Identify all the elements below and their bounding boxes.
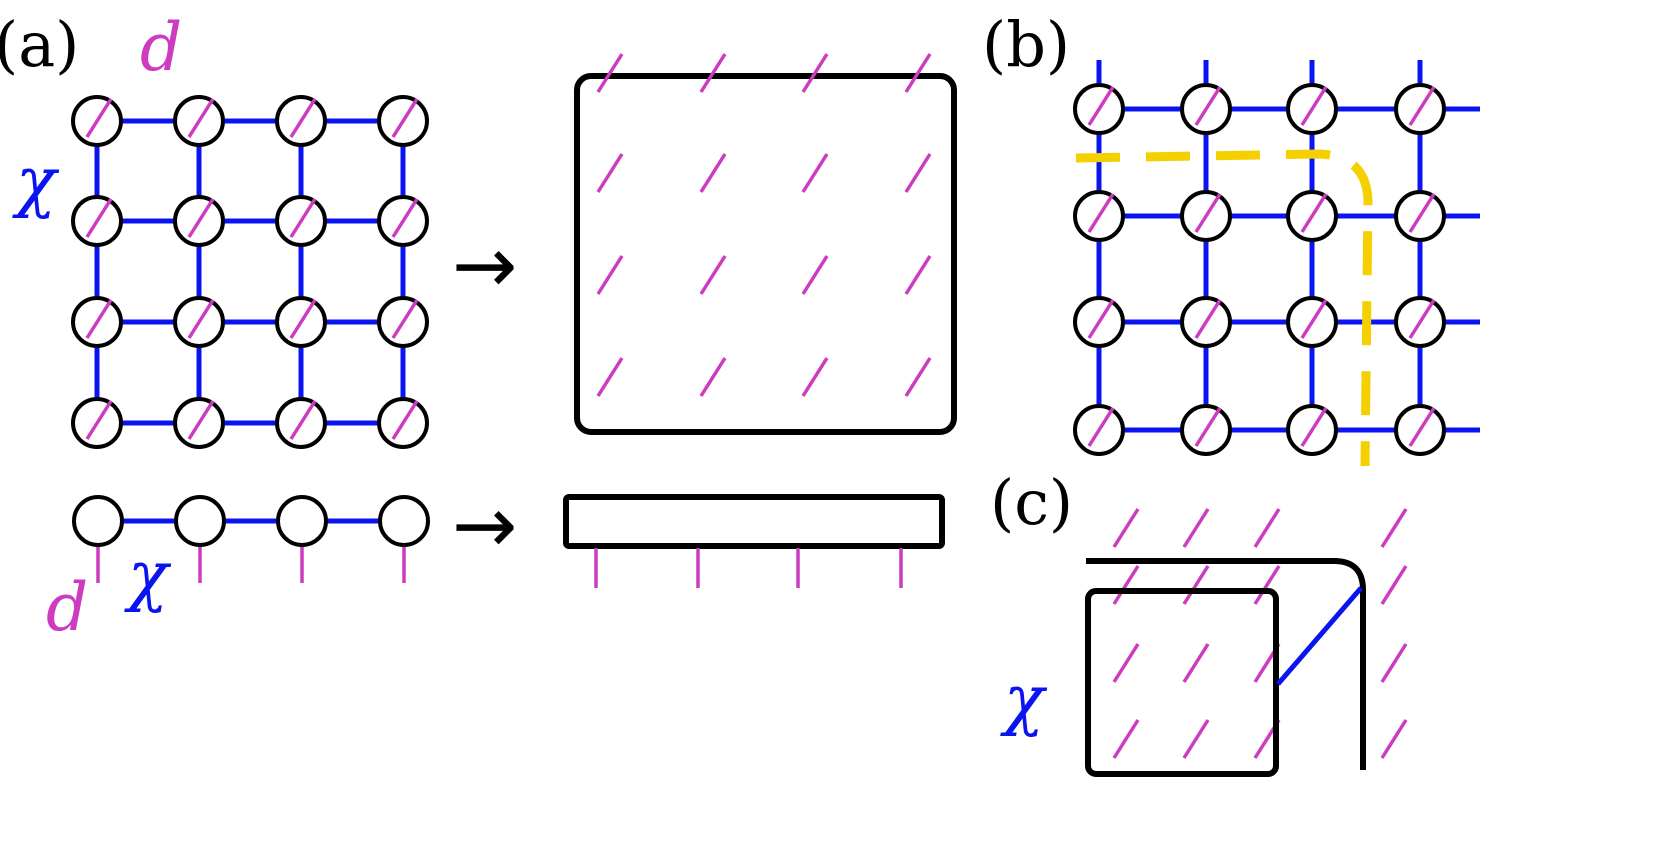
peps-lattice [71, 95, 429, 449]
physical-leg [187, 299, 215, 339]
physical-leg [596, 357, 624, 397]
physical-leg [85, 198, 113, 238]
physical-leg [699, 53, 727, 93]
physical-leg [1253, 508, 1281, 548]
corner-environment-tensor [1086, 558, 1366, 770]
contracted-chain-physical-legs [594, 548, 903, 588]
physical-leg [801, 357, 829, 397]
physical-leg [904, 153, 932, 193]
contracted-block-tensor [1085, 588, 1279, 777]
tensor-node [378, 495, 430, 547]
physical-leg [801, 53, 829, 93]
physical-leg [1112, 719, 1140, 759]
physical-leg [1112, 643, 1140, 683]
peps-contracted-tensor [574, 53, 957, 435]
physical-leg [1380, 565, 1408, 605]
physical-leg [289, 299, 317, 339]
physical-leg [1408, 299, 1436, 339]
physical-leg [187, 98, 215, 138]
panel-c: (c) χ [990, 466, 1408, 777]
peps-lattice-open [1073, 60, 1480, 456]
corner-physical-legs [1112, 508, 1408, 759]
physical-leg [699, 153, 727, 193]
panel-b: (b) [982, 8, 1480, 467]
tensor-node [72, 495, 124, 547]
physical-leg [289, 98, 317, 138]
bond-chi-connection [1276, 586, 1363, 686]
physical-leg [1182, 643, 1210, 683]
physical-dim-label-bottom: d [46, 569, 88, 646]
physical-leg [85, 400, 113, 440]
arrow-mps: → [452, 481, 517, 571]
physical-leg [1300, 86, 1328, 126]
physical-leg [1253, 565, 1281, 605]
physical-leg [1408, 193, 1436, 233]
physical-leg [904, 255, 932, 295]
physical-leg [391, 400, 419, 440]
panel-a: (a) d χ → d χ → [0, 8, 957, 646]
panel-b-label: (b) [982, 8, 1070, 81]
physical-leg [85, 299, 113, 339]
physical-leg [1300, 299, 1328, 339]
physical-leg [1087, 407, 1115, 447]
physical-leg [904, 53, 932, 93]
physical-leg [1112, 565, 1140, 605]
contracted-tensor-box [574, 73, 957, 435]
mps-chain [72, 495, 430, 583]
physical-leg [1380, 719, 1408, 759]
physical-leg [596, 153, 624, 193]
physical-leg [391, 98, 419, 138]
bond-dim-label-chain: χ [124, 537, 172, 614]
physical-leg [1380, 643, 1408, 683]
physical-leg [1408, 407, 1436, 447]
physical-leg [1182, 508, 1210, 548]
physical-leg [801, 153, 829, 193]
panel-c-label: (c) [990, 466, 1073, 539]
physical-leg [1380, 508, 1408, 548]
physical-leg [1408, 86, 1436, 126]
physical-leg [187, 400, 215, 440]
physical-leg [1300, 407, 1328, 447]
physical-leg [699, 357, 727, 397]
tensor-node [276, 495, 328, 547]
physical-leg [85, 98, 113, 138]
physical-leg [391, 299, 419, 339]
physical-leg [1112, 508, 1140, 548]
physical-leg [1087, 193, 1115, 233]
physical-leg [1087, 299, 1115, 339]
physical-dim-label-top: d [140, 9, 182, 86]
physical-leg [1087, 86, 1115, 126]
panel-a-label: (a) [0, 8, 79, 81]
physical-leg [1182, 565, 1210, 605]
mps-contracted-tensor [563, 494, 945, 588]
bond-dim-label-left: χ [12, 143, 60, 220]
bond-dim-label-c: χ [1000, 661, 1048, 738]
physical-leg [1194, 193, 1222, 233]
physical-leg [1194, 86, 1222, 126]
physical-leg [801, 255, 829, 295]
arrow-peps: → [452, 221, 517, 311]
physical-leg [187, 198, 215, 238]
contracted-tensor-physical-legs [596, 53, 932, 397]
physical-leg [904, 357, 932, 397]
contracted-chain-box [563, 494, 945, 549]
physical-leg [1182, 719, 1210, 759]
tensor-node [174, 495, 226, 547]
cut-line [1075, 149, 1373, 467]
physical-leg [289, 198, 317, 238]
physical-leg [1300, 193, 1328, 233]
physical-leg [1194, 407, 1222, 447]
physical-leg [391, 198, 419, 238]
physical-leg [596, 255, 624, 295]
physical-leg [596, 53, 624, 93]
physical-leg [289, 400, 317, 440]
physical-leg [1194, 299, 1222, 339]
physical-leg [699, 255, 727, 295]
